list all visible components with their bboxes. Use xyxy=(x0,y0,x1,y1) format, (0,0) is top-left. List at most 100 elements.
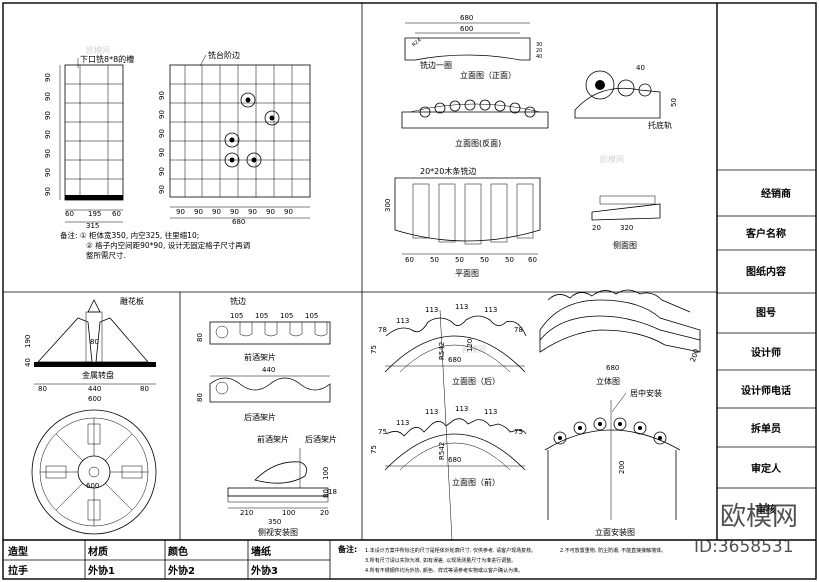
arc-left: 75 xyxy=(370,345,378,354)
mid-dim-h-6: 90 xyxy=(284,208,293,216)
plan-dim-v: 300 xyxy=(384,199,392,212)
label-edge-mill: 铣边一圈 xyxy=(420,60,452,70)
wide-elevation-frame xyxy=(169,64,311,198)
arc-front-wave xyxy=(385,418,527,437)
side-view-shape xyxy=(591,203,661,221)
mid-dims-v: 90 90 90 90 90 90 xyxy=(158,91,166,194)
table-header-shape: 造型 xyxy=(8,545,28,558)
front-rack-piece xyxy=(209,321,331,345)
label-back-piece: 后酒架片 xyxy=(305,434,337,444)
front-rack-dim-2: 105 xyxy=(280,312,293,320)
side-label-reviewer: 审核 xyxy=(756,503,776,516)
side-dim-total: 350 xyxy=(268,518,281,526)
side-label-designer-phone: 设计师电话 xyxy=(741,384,791,397)
detail-dim-1: 50 xyxy=(670,98,678,107)
round-dim-h-1: 440 xyxy=(88,385,101,393)
faint-watermark-3: 欧模网 xyxy=(462,344,486,354)
side-dim-v-0: 100 xyxy=(322,467,330,480)
mid-dim-h-3: 90 xyxy=(230,208,239,216)
round-plan-dim: 600 xyxy=(86,482,99,490)
label-slot: 下口铣8*8的槽 xyxy=(80,54,134,64)
side-label-content: 图纸内容 xyxy=(746,265,786,278)
side-dim-h-0: 210 xyxy=(240,509,253,517)
table-header-color: 颜色 xyxy=(168,545,188,558)
arc2-dim-1: 113 xyxy=(425,408,438,416)
plan-shape xyxy=(394,177,541,242)
watermark-logo-text: 欧模网 xyxy=(720,502,798,532)
side-dim-h-1: 100 xyxy=(282,509,295,517)
side-base xyxy=(227,487,329,497)
detail-shape xyxy=(574,87,661,119)
note-line-1: 备注: ① 柜体宽350, 内空325, 往里缩10; xyxy=(60,230,199,240)
leader-line xyxy=(439,309,453,541)
table-value-wallpaper: 外协3 xyxy=(250,564,278,577)
round-dim-v-0: 190 xyxy=(24,335,32,348)
arc2-dim-3: 113 xyxy=(484,408,497,416)
front-elevation-shape xyxy=(404,37,531,61)
arc2-side-0: 75 xyxy=(378,428,387,436)
svg-text:90: 90 xyxy=(44,111,52,120)
arc2-side-1: 75 xyxy=(514,428,523,436)
notes-label: 备注: xyxy=(337,544,357,554)
arc-side-0: 78 xyxy=(378,326,387,334)
top-left-grid-drawings: 90 90 90 90 90 90 90 60 195 60 315 下口铣8*… xyxy=(44,50,311,260)
front-side-dim-1: 20 xyxy=(536,48,542,54)
label-carved-board: 雕花板 xyxy=(120,296,144,306)
arc2-dim-0: 113 xyxy=(396,419,409,427)
mid-dim-h-5: 90 xyxy=(266,208,275,216)
arc-inner: 120 xyxy=(466,339,474,352)
faint-watermark-2: 欧模网 xyxy=(600,154,624,164)
svg-text:90: 90 xyxy=(44,73,52,82)
svg-text:90: 90 xyxy=(158,91,166,100)
left-dim-h-1: 195 xyxy=(88,210,101,218)
caption-arc-back: 立面图（后） xyxy=(452,376,500,386)
front-side-dim-2: 40 xyxy=(536,54,542,60)
table-value-color: 外协2 xyxy=(167,564,195,577)
arc2-dim-2: 113 xyxy=(455,405,468,413)
caption-front-rack: 前酒架片 xyxy=(244,352,276,362)
round-dim-h-2: 80 xyxy=(140,385,149,393)
side-dim-v-2: 18 xyxy=(328,488,337,496)
table-value-handle: 拉手 xyxy=(8,564,28,577)
plan-dim-h-0: 60 xyxy=(405,256,414,264)
table-header-wallpaper: 墙纸 xyxy=(251,545,271,558)
caption-plan: 平面图 xyxy=(455,269,479,278)
arc-dim-3: 113 xyxy=(484,306,497,314)
detail-dim-0: 40 xyxy=(636,64,645,72)
round-dim-mid: 80 xyxy=(90,338,99,346)
narrow-elevation-frame xyxy=(64,64,124,201)
faint-watermark-1: 欧模网 xyxy=(86,45,110,55)
label-center-install: 居中安装 xyxy=(630,388,662,398)
svg-text:90: 90 xyxy=(158,129,166,138)
base-plate xyxy=(34,362,156,367)
mid-dim-h-0: 90 xyxy=(176,208,185,216)
arc2-left: 75 xyxy=(370,445,378,454)
caption-back: 立面图(反面) xyxy=(455,138,501,148)
side-dim-v-1: 80 xyxy=(322,489,330,498)
note-line-3: 整所需尺寸. xyxy=(86,250,126,260)
side-label-dealer: 经销商 xyxy=(761,187,791,200)
arc-back-wave xyxy=(385,315,527,337)
front-dim-680: 680 xyxy=(460,14,473,22)
wine-bottle-ends xyxy=(224,92,280,168)
round-plan-outer xyxy=(31,409,157,535)
note-1: 1.本设计方案中所标注的尺寸是柜体外轮廓尺寸, 仅供参考, 请客户现场复核。 xyxy=(365,547,536,554)
back-elevation-bottles xyxy=(419,99,536,118)
faint-watermarks: 欧模网 欧模网 欧模网 xyxy=(86,45,624,354)
bottom-mid-drawings: 铣边 105 105 105 105 80 前酒架片 440 80 后酒架片 前… xyxy=(196,296,337,537)
svg-text:90: 90 xyxy=(158,185,166,194)
side-bottle xyxy=(254,461,308,484)
iso-dim-0: 680 xyxy=(606,364,619,372)
note-4: 4.所有不锈钢件均为外协, 颜色、样式等请参考实物或以客户确认为准。 xyxy=(365,567,523,574)
caption-install: 立面安装图 xyxy=(595,527,635,537)
svg-text:90: 90 xyxy=(158,110,166,119)
note-3: 3.所有尺寸请以实际为准, 如有误差, 以现场测量尺寸为准进行调整。 xyxy=(365,557,516,564)
caption-iso: 立体图 xyxy=(596,376,620,386)
label-metal-plate: 金属转盘 xyxy=(82,370,114,380)
caption-front: 立面图（正面） xyxy=(460,70,516,80)
iso-top xyxy=(539,299,701,342)
back-rack-piece xyxy=(209,377,331,403)
side-label-splitter: 拆单员 xyxy=(751,422,781,435)
arc2-width: 680 xyxy=(448,456,461,464)
